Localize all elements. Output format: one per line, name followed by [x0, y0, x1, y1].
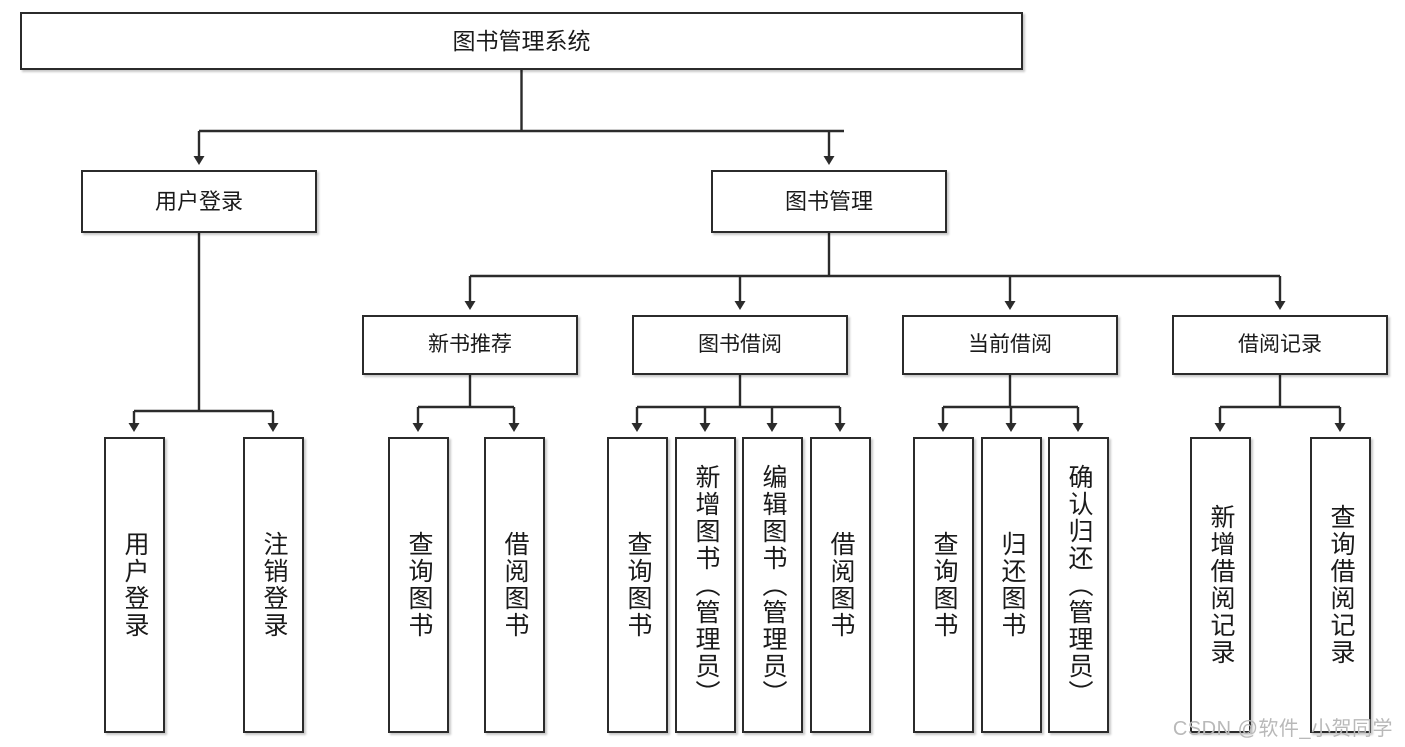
node-borrow-record[interactable]: 借阅记录 — [1172, 315, 1388, 375]
leaf-borrow-edit-book-admin[interactable]: 编辑图书（管理员） — [742, 437, 803, 733]
node-label: 确认归还（管理员） — [1065, 463, 1093, 707]
leaf-recommend-borrow-book[interactable]: 借阅图书 — [484, 437, 545, 733]
leaf-record-query-record[interactable]: 查询借阅记录 — [1310, 437, 1371, 733]
node-book-management[interactable]: 图书管理 — [711, 170, 947, 233]
leaf-record-add-record[interactable]: 新增借阅记录 — [1190, 437, 1251, 733]
watermark-text: CSDN @软件_小贺同学 — [1172, 718, 1393, 740]
node-label: 编辑图书（管理员） — [759, 463, 787, 707]
node-label: 查询图书 — [624, 531, 652, 639]
node-label: 归还图书 — [998, 531, 1026, 639]
node-label: 用户登录 — [154, 188, 243, 214]
leaf-borrow-query-book[interactable]: 查询图书 — [607, 437, 668, 733]
leaf-current-confirm-return-admin[interactable]: 确认归还（管理员） — [1048, 437, 1109, 733]
leaf-borrow-add-book-admin[interactable]: 新增图书（管理员） — [675, 437, 736, 733]
leaf-current-return-book[interactable]: 归还图书 — [981, 437, 1042, 733]
node-label: 查询图书 — [405, 531, 433, 639]
leaf-user-login-logout[interactable]: 注销登录 — [243, 437, 304, 733]
leaf-recommend-query-book[interactable]: 查询图书 — [388, 437, 449, 733]
node-label: 查询借阅记录 — [1327, 504, 1355, 666]
node-label: 图书管理 — [784, 188, 873, 214]
node-new-book-recommend[interactable]: 新书推荐 — [362, 315, 578, 375]
node-root-system[interactable]: 图书管理系统 — [20, 12, 1023, 70]
node-current-borrow[interactable]: 当前借阅 — [902, 315, 1118, 375]
node-label: 借阅图书 — [827, 531, 855, 639]
node-user-login[interactable]: 用户登录 — [81, 170, 317, 233]
node-label: 图书管理系统 — [452, 27, 591, 54]
node-label: 新增借阅记录 — [1207, 504, 1235, 666]
node-label: 借阅记录 — [1238, 332, 1322, 356]
node-label: 借阅图书 — [501, 531, 529, 639]
node-label: 注销登录 — [260, 531, 288, 639]
leaf-user-login-login[interactable]: 用户登录 — [104, 437, 165, 733]
node-label: 查询图书 — [930, 531, 958, 639]
node-label: 当前借阅 — [968, 332, 1052, 356]
node-label: 新书推荐 — [428, 332, 512, 356]
node-label: 用户登录 — [121, 531, 149, 639]
node-label: 图书借阅 — [698, 332, 782, 356]
node-label: 新增图书（管理员） — [692, 463, 720, 707]
leaf-current-query-book[interactable]: 查询图书 — [913, 437, 974, 733]
node-book-borrow[interactable]: 图书借阅 — [632, 315, 848, 375]
leaf-borrow-borrow-book[interactable]: 借阅图书 — [810, 437, 871, 733]
